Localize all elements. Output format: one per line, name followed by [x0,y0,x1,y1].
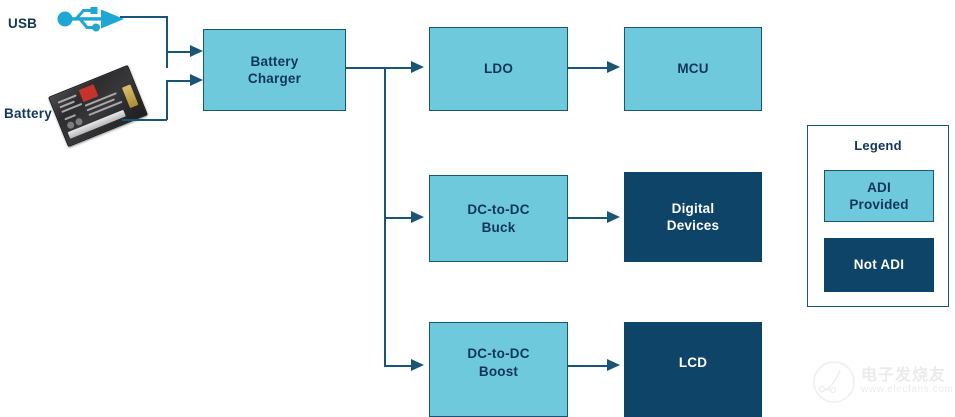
connector-bus-to-boost [384,365,413,367]
connector-buck-to-digital-devices [568,217,609,219]
battery-photo-icon [48,64,148,148]
watermark-logo-icon [813,361,855,403]
watermark: 电子发烧友 www.elecfans.com [812,360,953,404]
block-mcu-label: MCU [677,61,709,77]
arrow-ldo-to-mcu [607,60,620,73]
block-ldo[interactable]: LDO [429,27,568,111]
connector-bus-to-buck [384,217,413,219]
legend-swatch-not-adi-label: Not ADI [853,257,905,273]
arrow-buck-to-digital-devices [607,210,620,223]
watermark-text: 电子发烧友 www.elecfans.com [861,368,953,395]
block-battery-charger-label: Battery Charger [247,53,302,86]
arrow-battery-to-charger [190,73,203,86]
connector-battery-vertical [166,80,168,120]
block-lcd[interactable]: LCD [624,322,762,417]
arrow-bus-to-ldo [411,60,424,73]
connector-usb-horizontal [120,16,167,18]
block-ldo-label: LDO [483,61,514,77]
connector-charger-bus-out [346,67,385,69]
block-dc-to-dc-buck[interactable]: DC-to-DC Buck [429,175,568,262]
connector-usb-vertical [166,16,168,68]
arrow-usb-to-charger [190,44,203,57]
watermark-chinese-text: 电子发烧友 [861,367,947,385]
block-digital-devices[interactable]: Digital Devices [624,172,762,262]
block-mcu[interactable]: MCU [624,27,762,111]
connector-ldo-to-mcu [568,67,609,69]
block-dc-to-dc-boost[interactable]: DC-to-DC Boost [429,322,568,417]
block-digital-devices-label: Digital Devices [666,200,720,233]
arrow-bus-to-buck [411,210,424,223]
source-label-usb: USB [8,16,38,31]
legend-swatch-not-adi[interactable]: Not ADI [824,238,934,292]
watermark-url-text: www.elecfans.com [861,384,954,396]
block-battery-charger[interactable]: Battery Charger [203,29,346,111]
arrow-boost-to-lcd [607,358,620,371]
block-dc-to-dc-boost-label: DC-to-DC Boost [467,346,530,379]
connector-usb-into-charger [166,51,192,53]
legend-swatch-adi-provided-label: ADI Provided [849,179,909,212]
source-label-battery: Battery [4,106,52,121]
connector-battery-horizontal [122,119,167,121]
usb-icon [56,2,128,41]
block-dc-to-dc-buck-label: DC-to-DC Buck [467,202,530,235]
legend-title: Legend [854,138,902,153]
connector-bus-to-ldo [384,67,413,69]
arrow-bus-to-boost [411,358,424,371]
connector-boost-to-lcd [568,365,609,367]
legend-swatch-adi-provided[interactable]: ADI Provided [824,170,934,222]
block-lcd-label: LCD [678,354,708,370]
legend-panel: Legend ADI Provided Not ADI [807,125,949,307]
connector-battery-into-charger [166,80,192,82]
